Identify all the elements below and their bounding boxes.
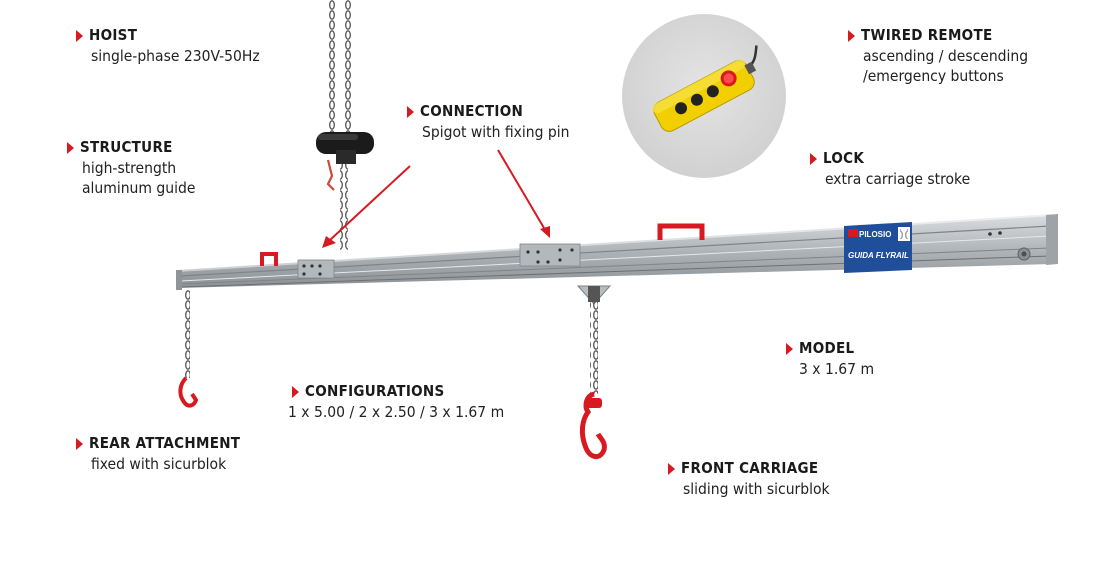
label-lock: LOCK extra carriage stroke (810, 149, 970, 189)
marker-icon (407, 105, 414, 118)
marker-icon (810, 152, 817, 165)
hoist-chains (326, 0, 352, 250)
label-twired-remote-title: TWIRED REMOTE (861, 26, 993, 44)
marker-icon (848, 29, 855, 42)
label-model: MODEL 3 x 1.67 m (786, 339, 874, 379)
label-lock-line: extra carriage stroke (825, 169, 971, 188)
marker-icon (67, 141, 74, 154)
label-model-title: MODEL (799, 339, 855, 357)
label-front-carriage-title: FRONT CARRIAGE (681, 459, 819, 477)
aluminum-rail: PILOSIO GUIDA FLYRAIL (176, 214, 1058, 290)
marker-icon (668, 462, 675, 475)
marker-icon (76, 29, 83, 42)
front-carriage (576, 285, 612, 459)
connection-joint-2 (519, 243, 581, 267)
label-structure-title: STRUCTURE (80, 138, 173, 156)
label-structure: STRUCTURE high-strength aluminum guide (67, 138, 195, 198)
label-hoist: HOIST single-phase 230V-50Hz (76, 26, 260, 66)
handle-1 (260, 252, 278, 266)
label-rear-attachment-line: fixed with sicurblok (91, 454, 227, 473)
label-configurations-line: 1 x 5.00 / 2 x 2.50 / 3 x 1.67 m (288, 402, 505, 421)
label-twired-remote-line: ascending / descending (863, 46, 1029, 65)
label-lock-title: LOCK (823, 149, 865, 167)
label-model-line: 3 x 1.67 m (799, 359, 875, 378)
marker-icon (76, 437, 83, 450)
connection-joint-1 (297, 259, 335, 279)
brand-name: PILOSIO (859, 230, 891, 239)
hoist-motor (316, 132, 374, 164)
pendant-remote (652, 45, 758, 132)
remote-button-3 (706, 85, 719, 98)
label-structure-line: high-strength (82, 158, 177, 177)
remote-button-ascend (675, 102, 688, 115)
remote-button-descend (690, 93, 703, 106)
label-front-carriage: FRONT CARRIAGE sliding with sicurblok (668, 459, 830, 499)
rear-attachment (178, 290, 199, 408)
label-twired-remote: TWIRED REMOTE ascending / descending /em… (848, 26, 1028, 86)
marker-icon (292, 385, 299, 398)
label-rear-attachment-title: REAR ATTACHMENT (89, 434, 241, 452)
product-name: GUIDA FLYRAIL (848, 251, 909, 260)
label-hoist-line: single-phase 230V-50Hz (91, 46, 260, 65)
brand-plate: PILOSIO GUIDA FLYRAIL (844, 222, 912, 273)
label-connection-title: CONNECTION (420, 102, 524, 120)
remote-inset (622, 14, 786, 178)
label-hoist-title: HOIST (89, 26, 138, 44)
marker-icon (786, 342, 793, 355)
label-structure-line: aluminum guide (82, 178, 196, 197)
label-rear-attachment: REAR ATTACHMENT fixed with sicurblok (76, 434, 240, 474)
label-front-carriage-line: sliding with sicurblok (683, 479, 830, 498)
connection-pointer-arrows (322, 149, 550, 248)
handle-2 (657, 223, 705, 240)
label-connection: CONNECTION Spigot with fixing pin (407, 102, 569, 142)
label-connection-line: Spigot with fixing pin (422, 122, 570, 141)
label-twired-remote-line: /emergency buttons (863, 66, 1004, 85)
label-configurations-title: CONFIGURATIONS (305, 382, 445, 400)
label-configurations: CONFIGURATIONS 1 x 5.00 / 2 x 2.50 / 3 x… (288, 382, 504, 422)
